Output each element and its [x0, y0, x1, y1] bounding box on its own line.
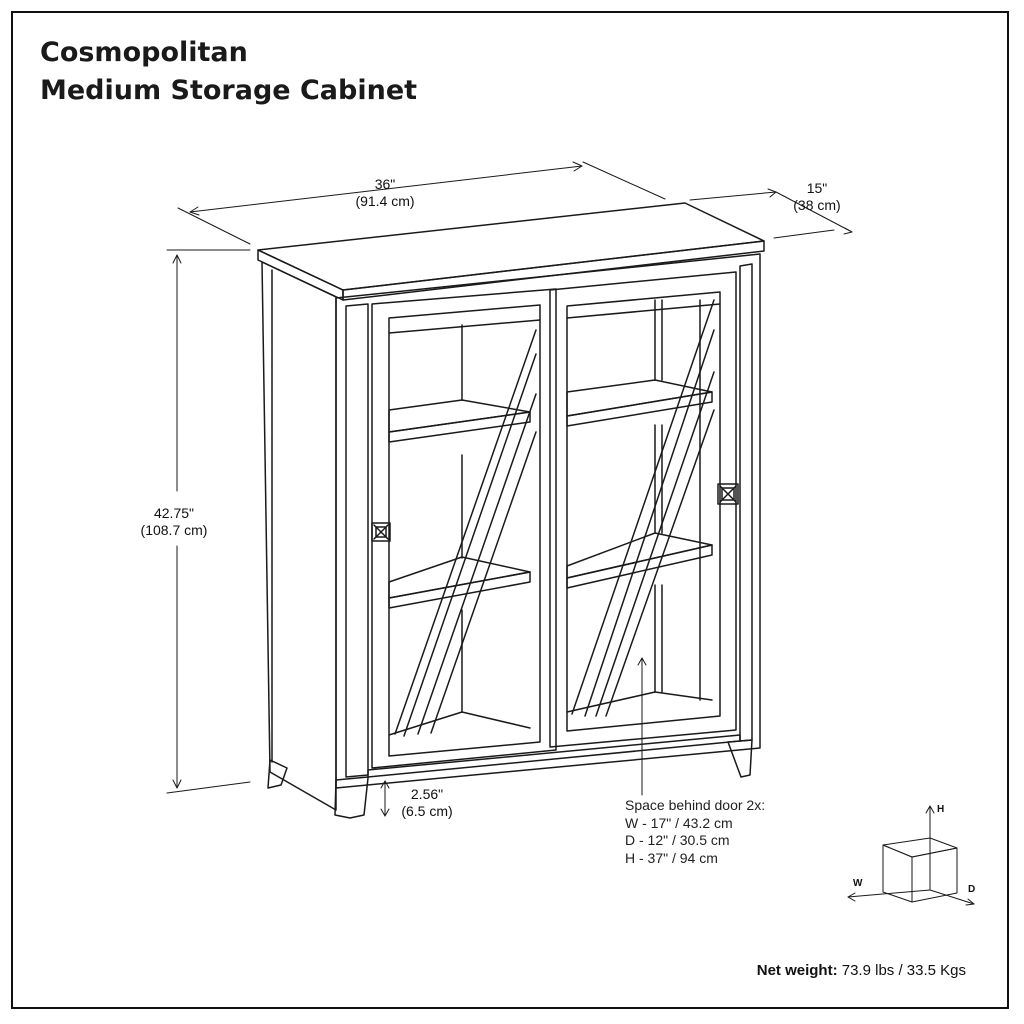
height-imperial: 42.75": [153, 505, 194, 521]
interior-space-heading: Space behind door 2x:: [625, 797, 766, 813]
cabinet-top: [257, 202, 765, 301]
width-imperial: 36": [374, 176, 396, 192]
net-weight-label: Net weight:: [756, 962, 838, 979]
depth-metric: (38 cm): [793, 197, 841, 213]
interior-space-depth: D - 12" / 30.5 cm: [625, 832, 730, 848]
interior-space-pointer: [637, 657, 647, 796]
cabinet-legs: [267, 739, 753, 819]
product-title-line-2: Medium Storage Cabinet: [40, 75, 418, 106]
axis-label-w: W: [853, 878, 863, 889]
leg-clearance-metric: (6.5 cm): [401, 803, 453, 819]
depth-imperial: 15": [806, 180, 828, 196]
product-title: Cosmopolitan Medium Storage Cabinet: [40, 34, 417, 110]
leg-clearance-label: 2.56" (6.5 cm): [392, 786, 462, 820]
width-dimension-line: [177, 161, 666, 245]
net-weight-value: 73.9 lbs / 33.5 Kgs: [841, 962, 966, 979]
height-metric: (108.7 cm): [140, 522, 208, 538]
net-weight: Net weight: 73.9 lbs / 33.5 Kgs: [757, 962, 966, 979]
leg-clearance-imperial: 2.56": [410, 786, 444, 802]
page-border: [11, 11, 1009, 1009]
depth-dimension-label: 15" (38 cm): [781, 180, 853, 214]
width-dimension-label: 36" (91.4 cm): [345, 176, 425, 210]
height-dimension-label: 42.75" (108.7 cm): [126, 505, 222, 539]
height-dimension-line: [166, 249, 251, 794]
product-title-line-1: Cosmopolitan: [40, 37, 248, 68]
interior-space-width: W - 17" / 43.2 cm: [625, 814, 733, 831]
axis-label-d: D: [968, 884, 976, 895]
leg-clearance-dimension-line: [380, 780, 390, 817]
interior-space-note: Space behind door 2x: W - 17" / 43.2 cm …: [625, 797, 765, 867]
interior-space-height: H - 37" / 94 cm: [625, 849, 718, 866]
left-sliding-door: [371, 288, 557, 769]
axis-label-h: H: [937, 804, 945, 815]
width-metric: (91.4 cm): [355, 193, 415, 209]
axis-legend-cube: [847, 805, 975, 906]
cabinet-left-side: [261, 261, 337, 811]
cabinet-front-frame: [335, 253, 761, 789]
depth-dimension-line: [689, 188, 853, 239]
right-sliding-door: [549, 271, 739, 748]
